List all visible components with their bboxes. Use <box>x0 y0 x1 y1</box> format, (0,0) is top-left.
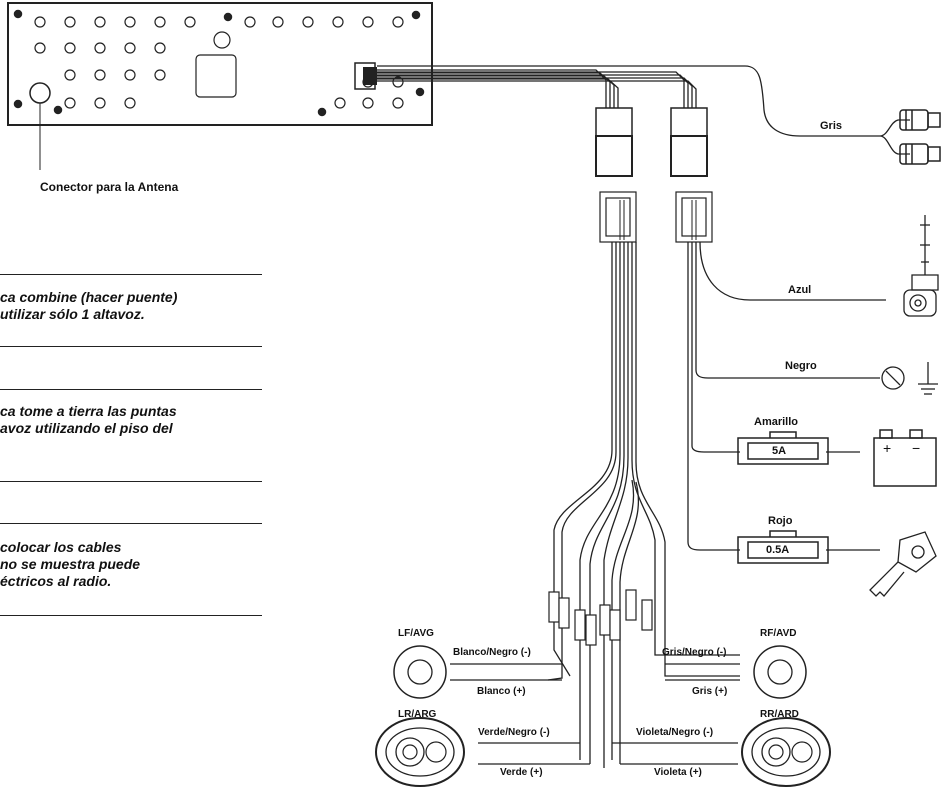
wire-label-lr-neg: Verde/Negro (-) <box>478 727 550 738</box>
rca-output-plugs <box>879 109 941 165</box>
wire-label-azul: Azul <box>788 284 812 296</box>
fuse-5a <box>737 431 829 465</box>
speaker-leads <box>450 663 740 765</box>
wire-label-rr-neg: Violeta/Negro (-) <box>636 727 714 738</box>
note-rule-2-top <box>0 389 262 390</box>
note-rule-3-top <box>0 523 262 524</box>
speaker-lr <box>375 717 465 787</box>
fuse-5a-label: 5A <box>772 445 787 457</box>
note-3-line-3: éctricos al radio. <box>0 573 112 589</box>
battery-minus: − <box>912 440 921 456</box>
power-wires <box>687 241 886 551</box>
wire-label-rf-pos: Gris (+) <box>692 686 728 697</box>
wire-label-rr-pos: Violeta (+) <box>654 767 702 778</box>
note-3-line-1: colocar los cables <box>0 539 122 555</box>
wire-label-negro: Negro <box>785 360 817 372</box>
speaker-label-rf: RF/AVD <box>760 628 797 639</box>
speaker-label-lr: LR/ARG <box>398 709 437 720</box>
head-unit <box>7 2 433 170</box>
power-antenna-icon <box>903 215 939 317</box>
iso-connector-plugs <box>595 107 708 177</box>
note-rule-1-bottom <box>0 346 262 347</box>
wire-label-rojo: Rojo <box>768 515 793 527</box>
wire-label-amarillo: Amarillo <box>754 416 799 428</box>
wire-label-rf-neg: Gris/Negro (-) <box>662 647 727 658</box>
note-rule-2-bottom <box>0 481 262 482</box>
ignition-key-icon <box>869 531 937 597</box>
speaker-label-lf: LF/AVG <box>398 628 434 639</box>
wire-label-lr-pos: Verde (+) <box>500 767 543 778</box>
wire-label-gris: Gris <box>820 120 843 132</box>
chassis-holes <box>34 16 404 109</box>
wire-label-lf-neg: Blanco/Negro (-) <box>453 647 531 658</box>
note-rule-1-top <box>0 274 262 275</box>
battery-icon <box>873 429 937 487</box>
note-2-line-2: avoz utilizando el piso del <box>0 420 173 436</box>
fuse-0-5a-label: 0.5A <box>766 544 790 556</box>
speaker-label-rr: RR/ARD <box>760 709 799 720</box>
speaker-rr <box>741 717 831 787</box>
main-harness <box>377 65 880 137</box>
note-1-line-1: ca combine (hacer puente) <box>0 289 178 305</box>
note-3-line-2: no se muestra puede <box>0 556 141 572</box>
speaker-rf <box>753 645 807 699</box>
antenna-connector-label: Conector para la Antena <box>40 180 179 194</box>
speaker-lf <box>393 645 447 699</box>
ground-icon <box>881 362 938 395</box>
chassis-screws <box>13 9 425 117</box>
battery-plus: + <box>883 440 892 456</box>
speaker-wires-right <box>611 242 740 764</box>
speaker-wires-left <box>547 242 629 768</box>
note-2-line-1: ca tome a tierra las puntas <box>0 403 177 419</box>
iso-connector-sockets <box>599 191 713 243</box>
wire-sleeves <box>548 589 653 646</box>
note-1-line-2: utilizar sólo 1 altavoz. <box>0 306 145 322</box>
wire-label-lf-pos: Blanco (+) <box>477 686 526 697</box>
fuse-0-5a <box>737 530 829 564</box>
note-rule-3-bottom <box>0 615 262 616</box>
